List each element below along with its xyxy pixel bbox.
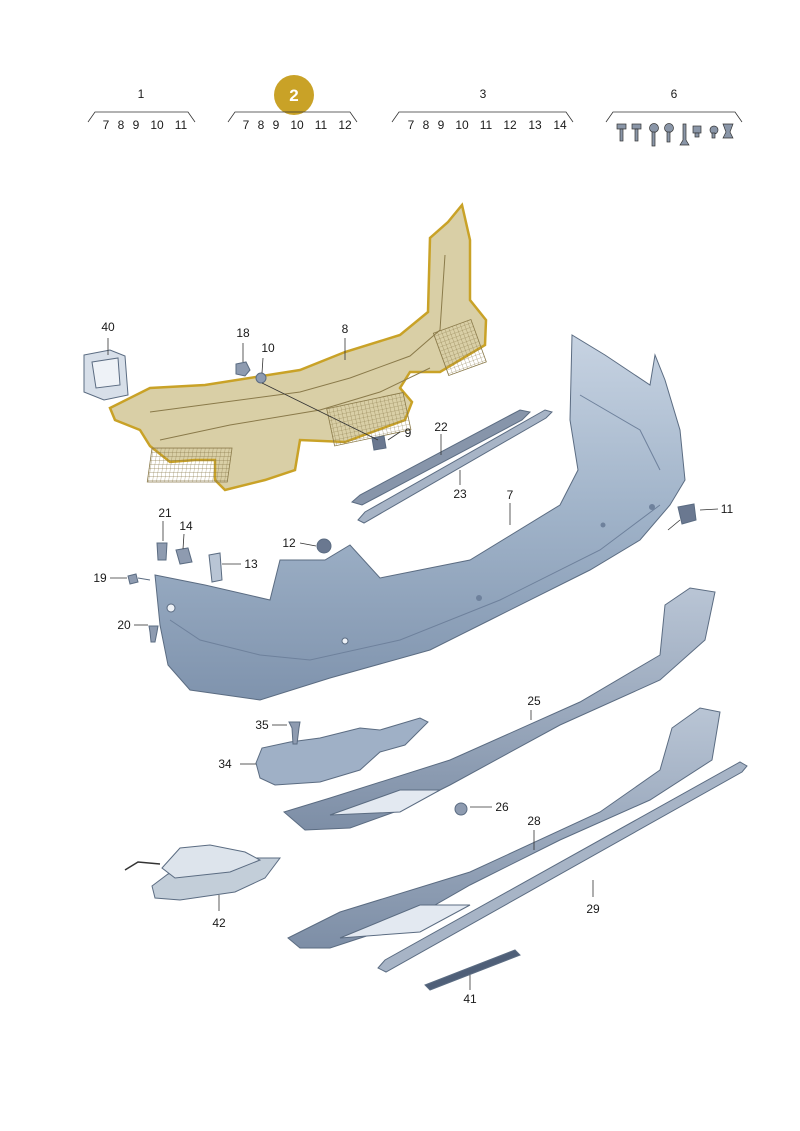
part-34-bracket bbox=[255, 717, 429, 786]
callout-20: 20 bbox=[117, 618, 131, 632]
part-41-strip bbox=[424, 949, 521, 991]
part-11-cap bbox=[677, 503, 697, 525]
callout-23: 23 bbox=[453, 487, 467, 501]
part-28-diffuser bbox=[287, 707, 721, 949]
callout-41: 41 bbox=[463, 992, 477, 1006]
callout-18: 18 bbox=[236, 326, 250, 340]
callout-42: 42 bbox=[212, 916, 226, 930]
part-13-clip bbox=[208, 552, 223, 583]
part-12-grommet bbox=[316, 538, 332, 554]
group-3-item: 9 bbox=[438, 118, 445, 132]
part-29-strip bbox=[377, 761, 748, 973]
callout-22: 22 bbox=[434, 420, 448, 434]
callout-7: 7 bbox=[507, 488, 514, 502]
callout-34: 34 bbox=[218, 757, 232, 771]
part-20-screw bbox=[148, 625, 159, 643]
group-header-3: 3 7 8 9 10 11 12 13 14 bbox=[391, 87, 574, 132]
part-25-diffuser bbox=[282, 587, 716, 831]
group-2-item: 7 bbox=[243, 118, 250, 132]
callout-lines bbox=[107, 338, 719, 990]
group-3-item: 10 bbox=[455, 118, 469, 132]
group-3-item: 8 bbox=[423, 118, 430, 132]
callout-19: 19 bbox=[93, 571, 107, 585]
group-1-item: 7 bbox=[103, 118, 110, 132]
group-1-item: 9 bbox=[133, 118, 140, 132]
part-26-nut bbox=[454, 802, 468, 816]
callout-11: 11 bbox=[721, 502, 734, 516]
callout-13: 13 bbox=[244, 557, 258, 571]
group-6-label: 6 bbox=[671, 87, 678, 101]
group-3-item: 13 bbox=[528, 118, 542, 132]
callout-35: 35 bbox=[255, 718, 269, 732]
screw-set-icon bbox=[616, 123, 734, 147]
group-header-6: 6 bbox=[605, 87, 743, 147]
group-2-label: 2 bbox=[289, 86, 298, 105]
highlight-badge bbox=[274, 75, 314, 115]
group-2-item: 10 bbox=[290, 118, 304, 132]
group-2-items: 7 8 9 10 11 12 bbox=[243, 118, 352, 132]
group-1-item: 10 bbox=[150, 118, 164, 132]
part-7-bumper-cover bbox=[154, 334, 686, 701]
group-2-item: 12 bbox=[338, 118, 352, 132]
part-40-bracket bbox=[83, 349, 129, 401]
callout-12: 12 bbox=[282, 536, 296, 550]
group-3-item: 14 bbox=[553, 118, 567, 132]
callout-14: 14 bbox=[179, 519, 193, 533]
group-1-item: 11 bbox=[175, 118, 188, 132]
callout-labels: 40 18 10 8 9 22 23 7 11 12 21 14 13 19 2… bbox=[93, 320, 733, 1006]
part-22-strip bbox=[350, 409, 532, 506]
part-14-bracket bbox=[175, 547, 193, 565]
callout-25: 25 bbox=[527, 694, 541, 708]
part-21-clip bbox=[156, 542, 168, 561]
group-3-item: 11 bbox=[480, 118, 493, 132]
group-3-items: 7 8 9 10 11 12 13 14 bbox=[408, 118, 567, 132]
callout-26: 26 bbox=[495, 800, 509, 814]
group-1-label: 1 bbox=[138, 87, 145, 101]
part-42-housing bbox=[124, 844, 281, 901]
callout-29: 29 bbox=[586, 902, 600, 916]
group-1-items: 7 8 9 10 11 bbox=[103, 118, 188, 132]
callout-21: 21 bbox=[158, 506, 172, 520]
callout-9: 9 bbox=[405, 426, 412, 440]
callout-40: 40 bbox=[101, 320, 115, 334]
part-9-clip bbox=[371, 435, 387, 451]
callout-8: 8 bbox=[342, 322, 349, 336]
callout-28: 28 bbox=[527, 814, 541, 828]
group-3-label: 3 bbox=[480, 87, 487, 101]
part-23-strip bbox=[357, 409, 553, 524]
part-8-bumper-carrier bbox=[108, 202, 488, 492]
group-2-item: 11 bbox=[315, 118, 328, 132]
part-18-nut bbox=[235, 361, 251, 377]
part-10-nut bbox=[255, 372, 267, 384]
group-3-item: 12 bbox=[503, 118, 517, 132]
group-2-item: 9 bbox=[273, 118, 280, 132]
part-35-screw bbox=[288, 721, 301, 745]
group-header-1: 1 7 8 9 10 11 bbox=[87, 87, 196, 132]
group-header-2: 2 7 8 9 10 11 12 bbox=[227, 75, 358, 132]
group-3-item: 7 bbox=[408, 118, 415, 132]
part-19-screw bbox=[127, 573, 151, 585]
callout-10: 10 bbox=[261, 341, 275, 355]
group-1-item: 8 bbox=[118, 118, 125, 132]
group-2-item: 8 bbox=[258, 118, 265, 132]
